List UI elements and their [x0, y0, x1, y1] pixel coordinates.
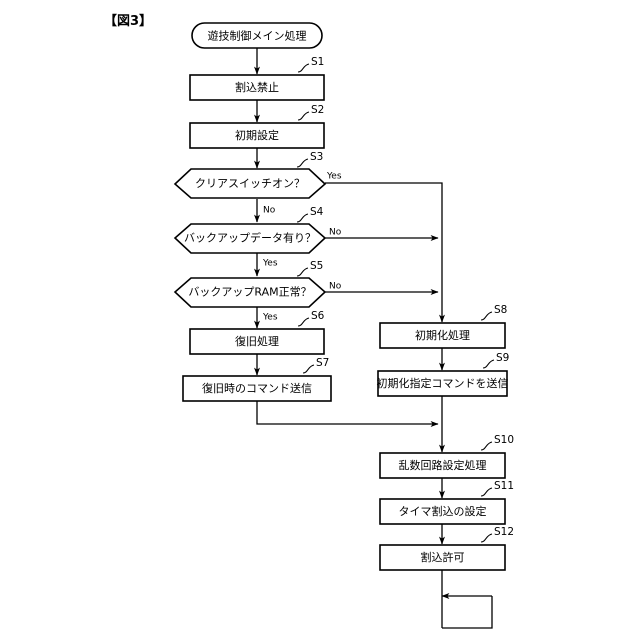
step-label-s1: S1: [311, 56, 324, 68]
node-s7[interactable]: 復旧時のコマンド送信: [182, 375, 332, 402]
step-label-s11: S11: [494, 480, 514, 492]
branch-label-s5-no: No: [329, 282, 342, 292]
node-s5[interactable]: バックアップRAM正常？: [173, 277, 327, 308]
connector-loop-path: [442, 596, 493, 629]
step-marker-s1: S1: [297, 56, 324, 73]
node-s6-label: 復旧処理: [235, 335, 279, 348]
node-s11[interactable]: タイマ割込の設定: [379, 498, 506, 525]
node-s2[interactable]: 初期設定: [189, 122, 325, 149]
node-s8-label: 初期化処理: [415, 328, 470, 342]
step-marker-s8: S8: [480, 304, 507, 321]
step-label-s7: S7: [316, 357, 329, 369]
node-s11-label: タイマ割込の設定: [399, 504, 487, 518]
node-s8[interactable]: 初期化処理: [379, 322, 506, 349]
step-label-s10: S10: [494, 434, 514, 446]
node-s2-label: 初期設定: [235, 128, 279, 142]
step-label-s2: S2: [311, 104, 324, 116]
step-marker-s10: S10: [480, 434, 514, 451]
step-marker-s11: S11: [480, 480, 514, 497]
step-label-s9: S9: [496, 352, 509, 364]
node-s12[interactable]: 割込許可: [379, 544, 506, 571]
connector-s7-to-trunk: [256, 401, 439, 427]
node-start[interactable]: 遊技制御メイン処理: [191, 22, 323, 49]
node-s9[interactable]: 初期化指定コマンドを送信: [377, 370, 509, 397]
connector-s3-yes-to-init: [325, 182, 445, 323]
node-s10[interactable]: 乱数回路設定処理: [379, 452, 506, 479]
node-start-label: 遊技制御メイン処理: [208, 29, 307, 43]
step-label-s3: S3: [310, 151, 323, 163]
node-s1-label: 割込禁止: [235, 80, 279, 94]
node-s6[interactable]: 復旧処理: [189, 328, 325, 355]
node-s3-label: クリアスイッチオン？: [195, 177, 305, 190]
step-label-s5: S5: [310, 260, 323, 272]
step-marker-s9: S9: [482, 352, 509, 369]
step-label-s12: S12: [494, 526, 514, 538]
branch-label-s4-no: No: [329, 228, 342, 238]
step-marker-s7: S7: [302, 357, 329, 374]
step-marker-s4: S4: [296, 206, 324, 223]
step-marker-s6: S6: [297, 310, 325, 327]
node-s10-label: 乱数回路設定処理: [399, 458, 487, 472]
step-marker-s5: S5: [296, 260, 323, 277]
branch-label-s4-yes: Yes: [262, 259, 278, 269]
node-s4[interactable]: バックアップデータ有り？: [173, 223, 327, 254]
node-s4-label: バックアップデータ有り？: [184, 231, 316, 245]
node-s3[interactable]: クリアスイッチオン？: [173, 168, 327, 199]
step-marker-s2: S2: [297, 104, 324, 121]
step-marker-s12: S12: [480, 526, 514, 543]
step-marker-s3: S3: [296, 151, 323, 168]
branch-label-s3-yes: Yes: [326, 172, 342, 182]
branch-label-s3-no: No: [263, 206, 276, 216]
node-s5-label: バックアップRAM正常？: [188, 286, 311, 299]
branch-label-s5-yes: Yes: [262, 313, 278, 323]
figure-number-label: 【図3】: [104, 14, 153, 29]
node-s12-label: 割込許可: [421, 550, 465, 564]
node-s7-label: 復旧時のコマンド送信: [202, 381, 312, 395]
node-s9-label: 初期化指定コマンドを送信: [377, 376, 509, 390]
node-s1[interactable]: 割込禁止: [189, 74, 325, 101]
step-label-s4: S4: [310, 206, 324, 218]
step-label-s6: S6: [311, 310, 325, 322]
step-label-s8: S8: [494, 304, 507, 316]
